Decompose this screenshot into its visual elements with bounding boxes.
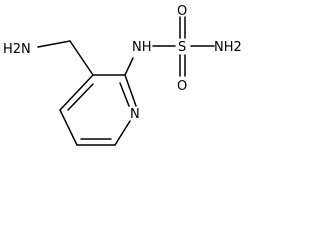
bond-c2-n1-inner — [119, 82, 130, 107]
bond-n1-c6 — [114, 120, 131, 146]
label-oxygen-bottom: O — [177, 79, 187, 94]
label-sulfamide-nh: NH — [132, 40, 152, 55]
label-amine: H2N — [3, 42, 31, 57]
bond-c5-c4 — [59, 109, 78, 146]
bond-c2-nh — [124, 57, 134, 76]
bonds — [37, 16, 215, 146]
bond-c4-c3 — [59, 74, 94, 111]
label-ring-nitrogen: N — [130, 107, 140, 122]
bond-ch2-c3 — [69, 40, 94, 76]
bond-h2n-ch2 — [37, 40, 71, 48]
label-sulfur: S — [178, 40, 186, 55]
label-oxygen-top: O — [177, 4, 187, 19]
bond-c2-n1 — [124, 74, 137, 107]
chemical-structure: H2N NH S O O NH2 N — [3, 4, 241, 146]
bond-c4-c3-inner — [67, 83, 94, 111]
label-terminal-amine: NH2 — [214, 40, 241, 55]
atom-labels: H2N NH S O O NH2 N — [3, 4, 241, 122]
